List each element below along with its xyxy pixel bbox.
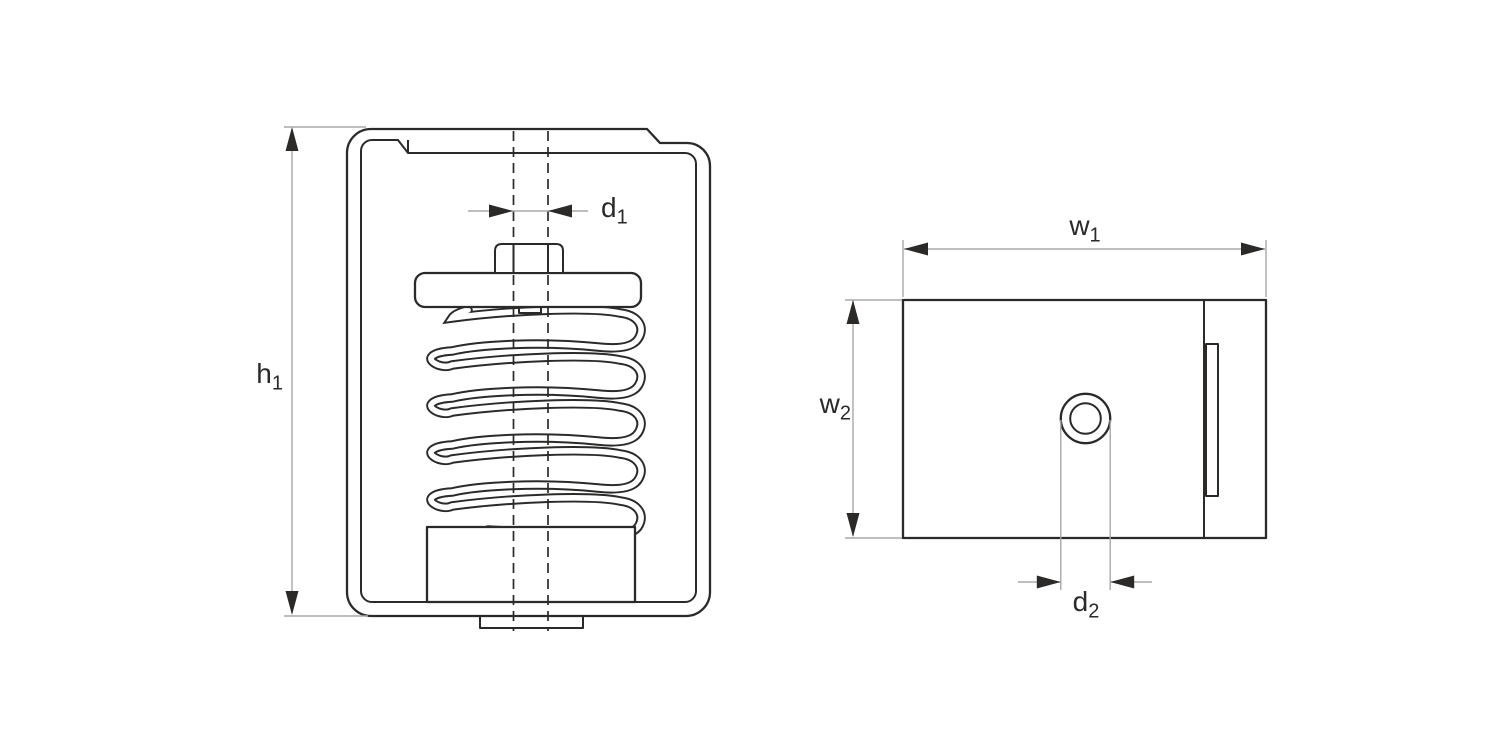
dimension-label-d2: d2 (1044, 586, 1128, 621)
w2-label-sub: 2 (839, 402, 851, 425)
side-view (845, 240, 1268, 590)
h1-arrow-down (285, 591, 299, 615)
dimension-label-d1: d1 (601, 192, 628, 227)
h1-label-base: h (256, 358, 272, 389)
d1-arrow-left (548, 204, 572, 218)
w1-arrow-right (1241, 242, 1265, 256)
d1-arrow-right (489, 204, 513, 218)
top-plate (413, 271, 643, 309)
front-view (284, 126, 712, 631)
hole-inner-circle (1069, 402, 1102, 435)
hole-outer-circle (1059, 392, 1112, 445)
nut-outline (494, 243, 564, 274)
centerlines (512, 131, 549, 631)
housing-outer-outline (345, 127, 712, 618)
plate-center-boss (518, 307, 542, 314)
h1-arrow-up (285, 127, 299, 151)
dimension-label-h1: h1 (231, 358, 283, 393)
d1-label-sub: 1 (616, 206, 628, 229)
bottom-tab (479, 616, 584, 629)
dimension-w1 (902, 240, 1267, 297)
dimension-d1 (468, 204, 588, 218)
w2-arrow-down (846, 513, 860, 537)
d2-arrow-left (1110, 575, 1135, 589)
h1-label-sub: 1 (271, 372, 283, 395)
nut (494, 243, 564, 274)
dimension-h1 (284, 126, 368, 617)
base-block (425, 525, 637, 604)
housing-inner-outline (360, 139, 697, 603)
dimension-label-w1: w1 (1043, 210, 1127, 245)
w1-label-sub: 1 (1089, 224, 1101, 247)
d2-label-base: d (1072, 586, 1089, 617)
w1-arrow-left (904, 242, 928, 256)
coil-spring (426, 305, 646, 540)
w2-arrow-up (846, 300, 860, 324)
spring-wire-core (428, 307, 644, 538)
w2-label-base: w (819, 388, 840, 419)
dimension-w2 (845, 299, 902, 539)
housing (345, 127, 712, 618)
dimension-label-w2: w2 (799, 388, 851, 423)
side-slot (1205, 343, 1219, 497)
d1-label-base: d (601, 192, 617, 223)
dimension-d2 (1018, 420, 1152, 590)
w1-label-base: w (1069, 210, 1090, 241)
d2-label-sub: 2 (1088, 600, 1100, 623)
side-body (901, 298, 1268, 540)
d2-arrow-right (1036, 575, 1061, 589)
